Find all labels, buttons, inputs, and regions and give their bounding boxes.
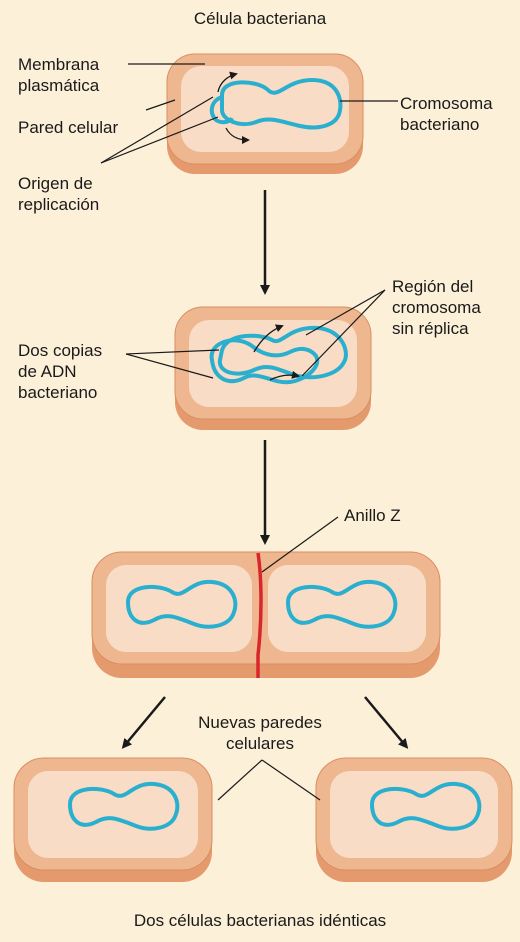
- diagram-caption: Dos células bacterianas idénticas: [0, 910, 520, 931]
- label-anillo-z: Anillo Z: [344, 505, 401, 526]
- daughter-cell-right: [316, 758, 512, 882]
- label-membrana-plasmatica: Membrana plasmática: [18, 54, 99, 96]
- label-line: de ADN: [18, 361, 102, 382]
- daughter-cell-left: [14, 758, 212, 882]
- label-pared-celular: Pared celular: [18, 117, 118, 138]
- label-line: plasmática: [18, 75, 99, 96]
- label-line: Nuevas paredes: [160, 712, 360, 733]
- label-line: replicación: [18, 194, 99, 215]
- label-dos-copias-adn: Dos copias de ADN bacteriano: [18, 340, 102, 403]
- label-line: Región del: [392, 276, 481, 297]
- label-line: cromosoma: [392, 297, 481, 318]
- label-line: Origen de: [18, 173, 99, 194]
- cell-1: [167, 54, 363, 174]
- cell-2: [175, 307, 371, 430]
- label-cromosoma-bacteriano: Cromosoma bacteriano: [400, 93, 493, 135]
- label-region-sin-replica: Región del cromosoma sin réplica: [392, 276, 481, 339]
- label-origen-replicacion: Origen de replicación: [18, 173, 99, 215]
- label-line: Membrana: [18, 54, 99, 75]
- label-line: Dos copias: [18, 340, 102, 361]
- diagram-title: Célula bacteriana: [0, 8, 520, 29]
- label-line: bacteriano: [18, 382, 102, 403]
- label-nuevas-paredes: Nuevas paredes celulares: [160, 712, 360, 754]
- label-line: Cromosoma: [400, 93, 493, 114]
- label-line: bacteriano: [400, 114, 493, 135]
- label-line: sin réplica: [392, 318, 481, 339]
- cell-3-dividing: [92, 552, 440, 678]
- label-line: celulares: [160, 733, 360, 754]
